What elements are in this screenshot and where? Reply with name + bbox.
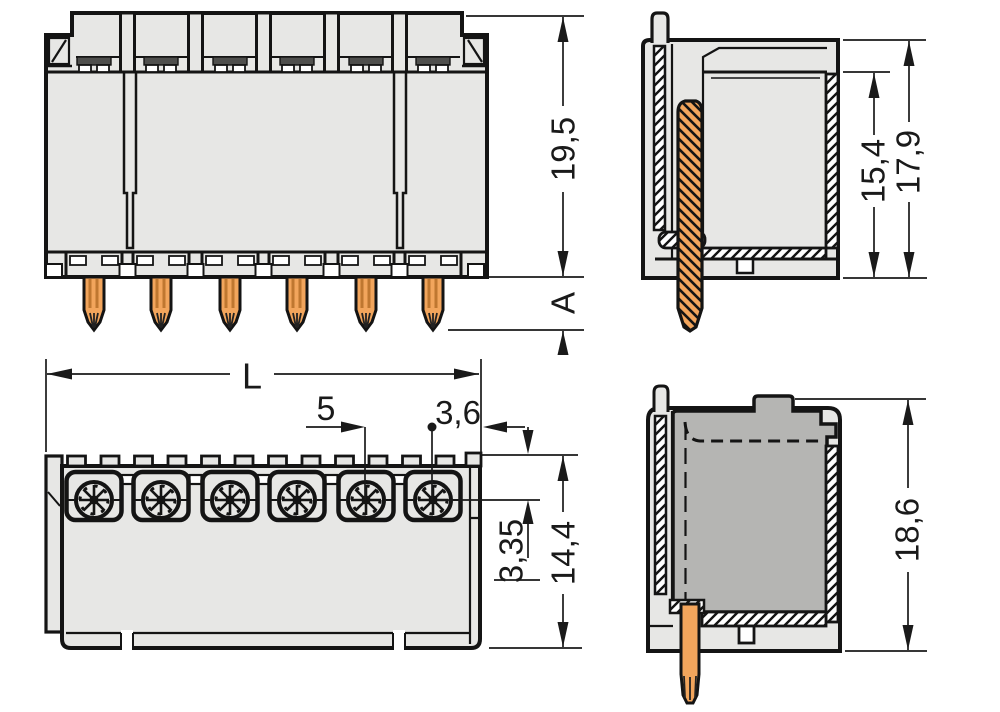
front-strip-dividers — [119, 11, 408, 74]
solder-pin-mated — [679, 602, 701, 705]
terminal-side-view — [44, 451, 483, 650]
mated-bottom-notch — [737, 624, 756, 645]
screw-terminal-pocket — [270, 472, 325, 520]
screw-terminal-pocket — [339, 472, 394, 520]
mated-rear-wall-hatched — [824, 444, 840, 624]
screw-terminal-pocket — [406, 472, 461, 520]
front-coding-slots — [122, 72, 408, 250]
terminal-bottom-notches — [120, 630, 406, 650]
terminal-right-end-tab — [464, 451, 483, 468]
terminal-left-flange — [44, 454, 64, 634]
side-front-wall-hatched — [652, 44, 667, 232]
side-funnel-line — [701, 46, 827, 72]
pin-to-face-dim-label: 3,35 — [493, 519, 530, 583]
depth-dim-label: 14,4 — [545, 521, 582, 585]
solder-pin — [354, 275, 378, 332]
dim-dot-marker — [427, 422, 437, 432]
solder-pin — [218, 275, 242, 332]
side-outer-height-dim-label: 17,9 — [890, 130, 927, 194]
side-view-mated — [646, 384, 842, 705]
mated-view-dimensions: 18,6 — [795, 398, 927, 652]
mated-height-dim-label: 18,6 — [889, 498, 926, 562]
terminal-view-dimensions: L 5 3,6 3,35 14,4 — [45, 356, 582, 649]
front-view — [44, 11, 489, 332]
front-housing-outline — [44, 11, 489, 279]
screw-terminal-pocket — [134, 472, 189, 520]
latch-pin — [650, 11, 670, 43]
solder-pin-section — [676, 99, 704, 333]
front-solder-pins — [82, 275, 445, 332]
side-bottom-notch — [735, 257, 755, 275]
front-view-dimensions: 19,5 A — [448, 15, 584, 355]
front-left-ear — [47, 36, 71, 66]
pitch-dim-label: 5 — [317, 390, 336, 428]
edge-offset-dim-label: 3,6 — [435, 394, 481, 431]
latch-pin-lower — [652, 384, 670, 412]
front-height-dim-label: 19,5 — [545, 117, 582, 181]
front-pin-protrusion-dim-label: A — [545, 292, 582, 314]
front-right-ear — [462, 36, 486, 66]
mated-bottom-wall-hatched — [700, 610, 828, 628]
side-inner-height-dim-label: 15,4 — [855, 139, 892, 203]
mating-plug-section — [671, 394, 838, 614]
length-dim-label: L — [242, 356, 262, 397]
side-view-upper — [641, 11, 840, 333]
solder-pin — [421, 275, 445, 332]
solder-pin — [149, 275, 173, 332]
side-upper-dimensions: 15,4 17,9 — [843, 39, 927, 279]
solder-pin — [82, 275, 106, 332]
solder-pin — [285, 275, 309, 332]
side-bottom-wall-hatched — [700, 246, 828, 261]
mated-front-wall-hatched — [653, 414, 668, 596]
side-rear-wall-hatched — [824, 72, 840, 250]
screw-terminal-pocket — [67, 472, 122, 520]
screw-terminal-pocket — [203, 472, 258, 520]
